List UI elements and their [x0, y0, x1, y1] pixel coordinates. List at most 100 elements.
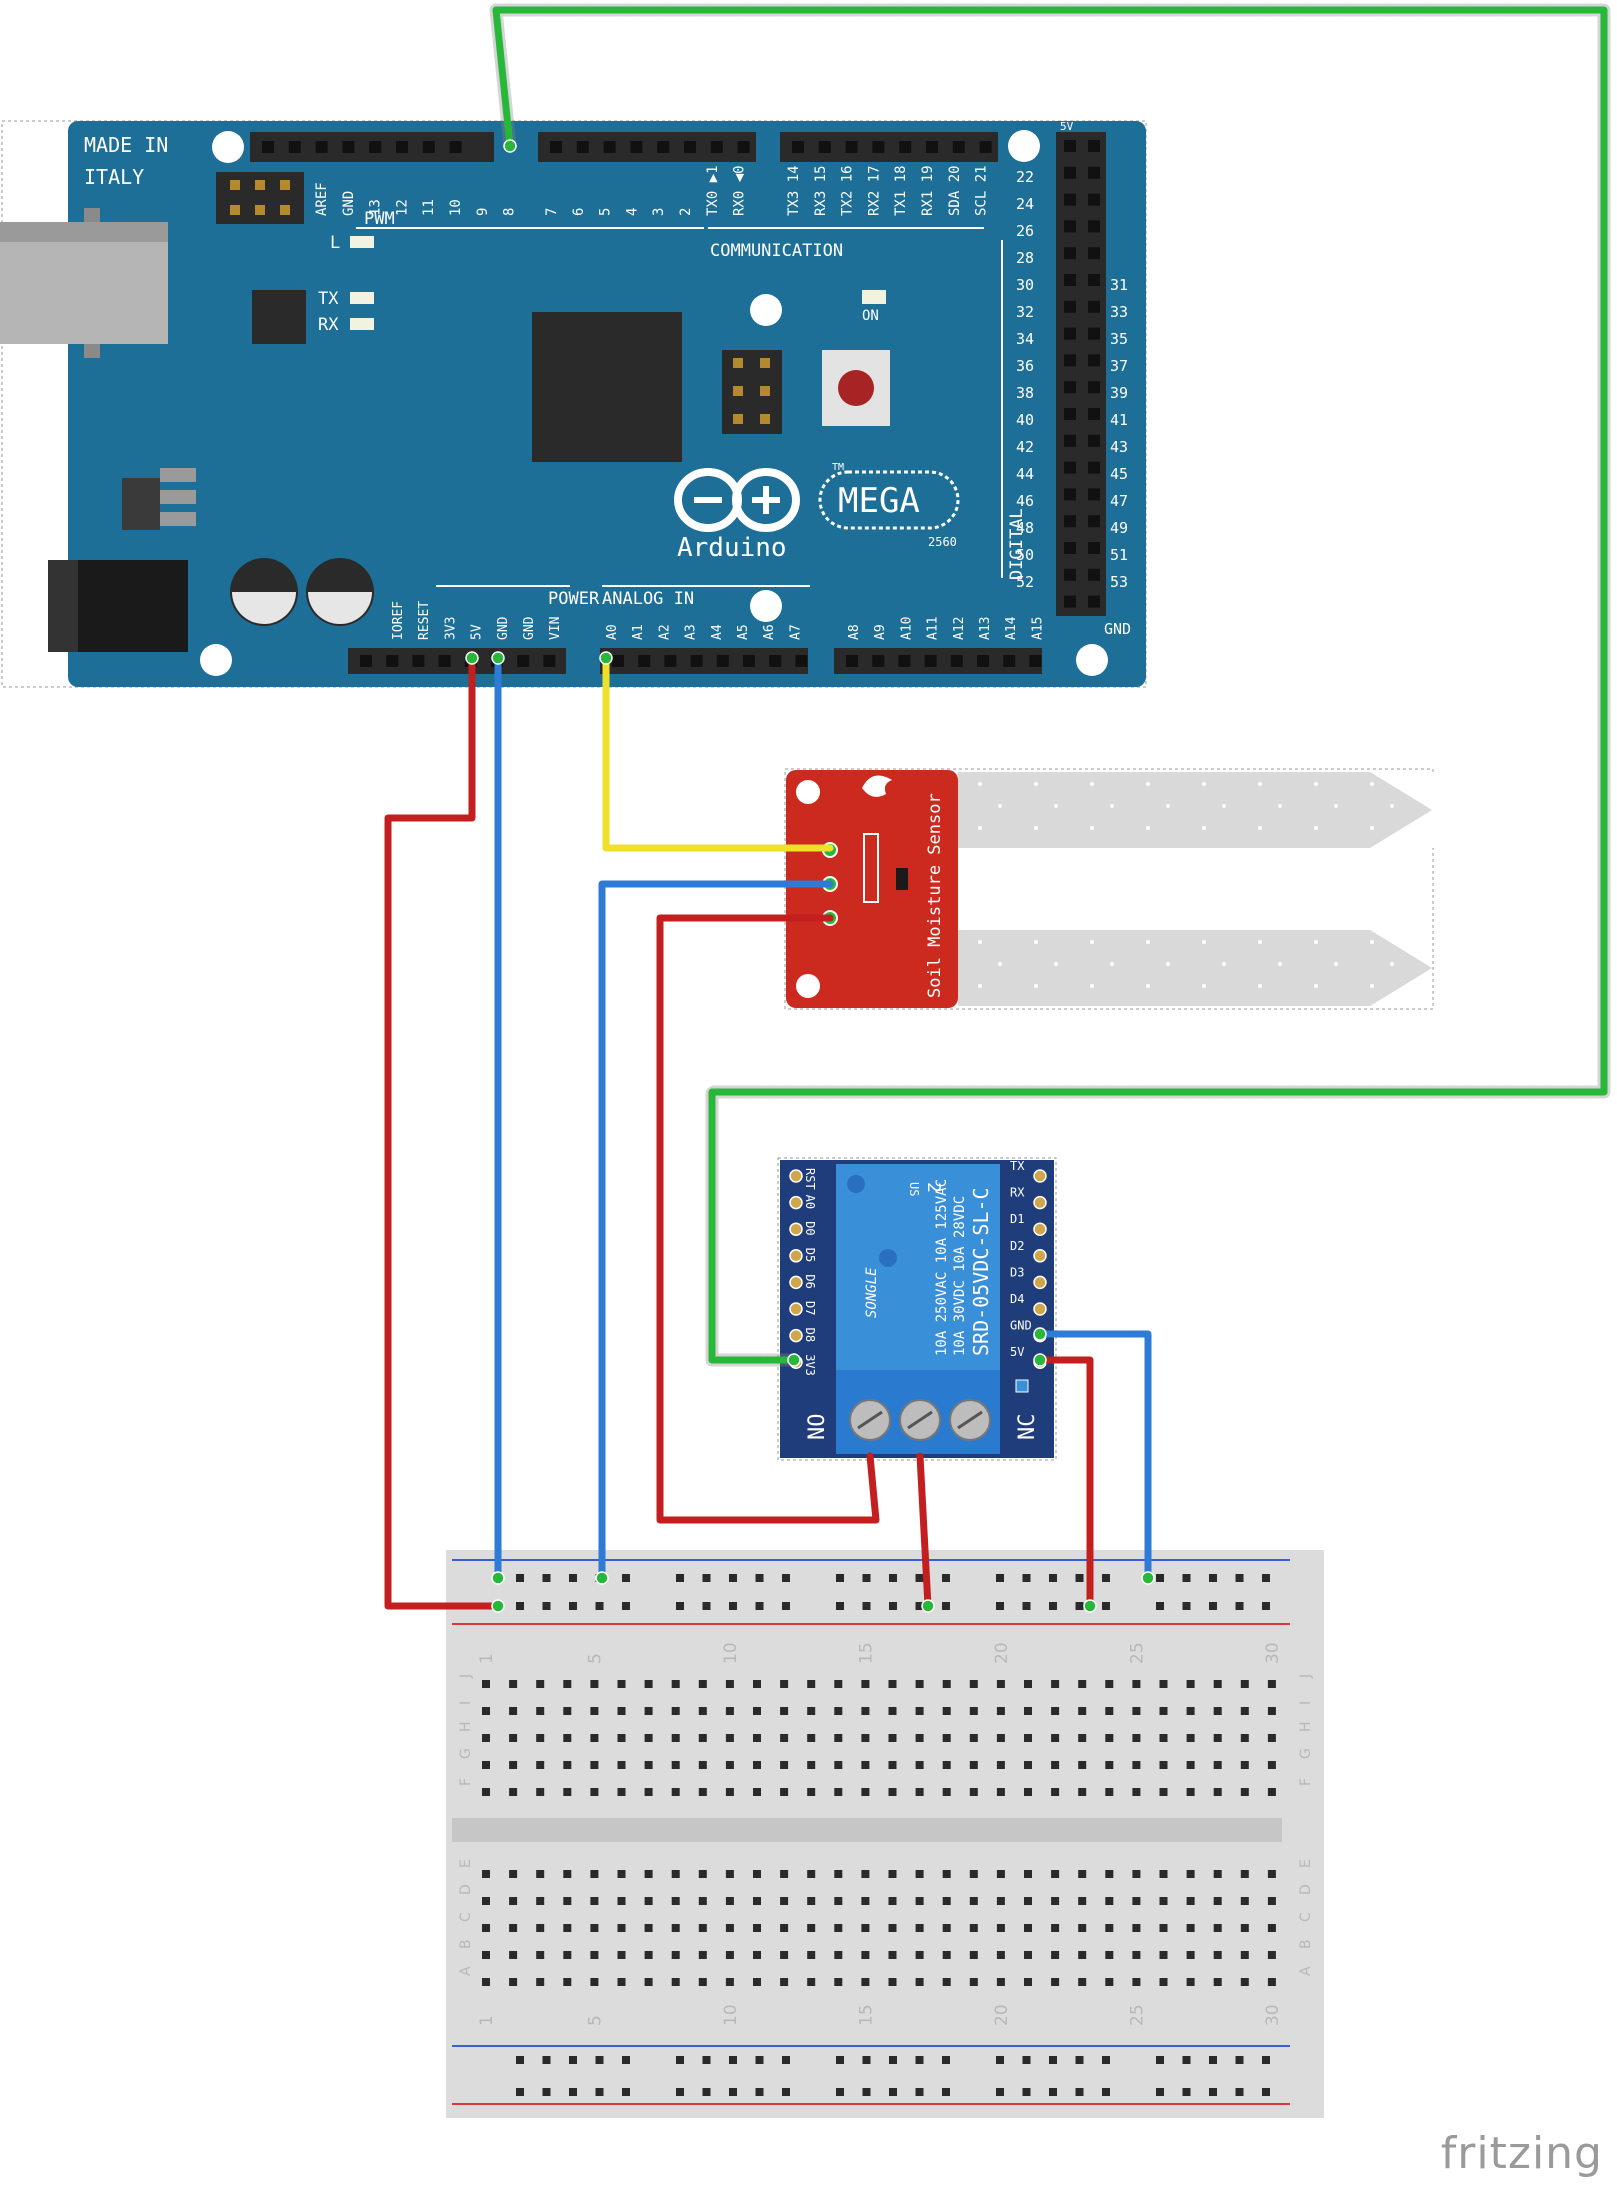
terminal-hole	[509, 1680, 518, 1688]
pin-label: 8	[502, 208, 518, 216]
terminal-hole	[1159, 1788, 1168, 1796]
arduino-mega-board[interactable]: MADE IN ITALY PWM COMMUNICATION L TX RX …	[0, 120, 1146, 687]
relay-pin	[789, 1275, 803, 1290]
rail-hole	[782, 1602, 790, 1610]
header-pin	[926, 141, 938, 153]
probe-dot	[1202, 940, 1206, 944]
rail-hole	[1049, 1574, 1057, 1582]
pin-label: RX2 17	[866, 165, 882, 216]
terminal-hole	[996, 1761, 1005, 1769]
relay-us: US	[907, 1182, 921, 1196]
soil-moisture-sensor[interactable]: Soil Moisture Sensor	[786, 770, 1436, 1008]
rail-hole	[862, 1602, 871, 1610]
terminal-hole	[888, 1680, 897, 1688]
terminal-hole	[1078, 1897, 1087, 1905]
rail-hole	[1235, 1602, 1244, 1610]
terminal-hole	[1267, 1761, 1276, 1769]
reset-button-cap[interactable]	[838, 370, 874, 406]
usb-connector	[0, 222, 168, 344]
terminal-hole	[834, 1707, 843, 1715]
probe-dot	[1314, 940, 1318, 944]
rail-hole	[1049, 1602, 1057, 1610]
rail-hole	[862, 1574, 871, 1582]
rail-hole	[569, 2088, 577, 2096]
rail-hole	[1075, 1602, 1084, 1610]
terminal-hole	[1213, 1924, 1222, 1932]
header-communication	[780, 132, 998, 162]
header-pin	[1064, 354, 1076, 367]
terminal-hole	[861, 1870, 870, 1878]
model-sub: 2560	[928, 535, 957, 549]
relay-rating-1: 10A 250VAC 10A 125VAC	[934, 1179, 950, 1356]
relay-pin-label: 3V3	[803, 1354, 817, 1376]
terminal-hole	[617, 1788, 626, 1796]
header-pin	[1088, 461, 1100, 474]
terminal-hole	[1240, 1788, 1249, 1796]
relay-module[interactable]: SONGLE SRD-05VDC-SL-C 10A 250VAC 10A 125…	[780, 1159, 1054, 1458]
wire-red-relay-com[interactable]	[916, 1452, 932, 1610]
column-number: 5	[585, 1653, 605, 1664]
wires	[384, 3, 1611, 1613]
relay-pin-label: D4	[1010, 1292, 1024, 1306]
terminal-hole	[807, 1707, 816, 1715]
terminal-hole	[725, 1951, 734, 1959]
terminal-hole	[509, 1707, 518, 1715]
header-pin	[950, 655, 963, 667]
terminal-hole	[563, 1951, 572, 1959]
mega-badge	[818, 470, 960, 530]
terminal-hole	[1213, 1978, 1222, 1986]
terminal-hole	[834, 1761, 843, 1769]
wire-blue-gnd-sensor[interactable]	[598, 880, 834, 1582]
terminal-hole	[888, 1870, 897, 1878]
rail-hole	[516, 2088, 524, 2096]
terminal-hole	[509, 1870, 518, 1878]
relay-pin-label: D7	[803, 1301, 817, 1315]
terminal-hole	[1240, 1761, 1249, 1769]
terminal-hole	[536, 1734, 545, 1742]
terminal-hole	[807, 1734, 816, 1742]
terminal-hole	[644, 1924, 653, 1932]
header-pin	[657, 141, 670, 153]
header-pin	[369, 141, 382, 153]
digital-pin-label: 33	[1110, 303, 1128, 321]
sensor-label: Soil Moisture Sensor	[925, 793, 945, 998]
terminal-hole	[563, 1734, 572, 1742]
rail-hole	[702, 2056, 711, 2064]
header-pin	[1029, 655, 1042, 667]
digital-pin-label: 24	[1016, 195, 1034, 213]
row-letter: E	[1298, 1859, 1314, 1868]
terminal-hole	[590, 1870, 599, 1878]
analog-pin-label: A12	[952, 617, 967, 640]
wire-yellow-analog[interactable]	[602, 654, 834, 852]
rail-hole	[942, 1574, 950, 1582]
wire-blue-relay-gnd[interactable]	[1036, 1330, 1152, 1582]
terminal-hole	[671, 1978, 680, 1986]
relay-pin-label: A0	[803, 1195, 817, 1209]
rail-hole	[1022, 1602, 1031, 1610]
column-number: 15	[856, 1642, 876, 1664]
wire-red-relay-5v[interactable]	[1036, 1356, 1094, 1610]
wire-red-5v-arduino[interactable]	[384, 654, 502, 1610]
analog-pin-label: A7	[788, 624, 803, 640]
terminal-hole	[617, 1734, 626, 1742]
probe-dot	[1258, 782, 1262, 786]
rail-hole	[1075, 2088, 1084, 2096]
wire-red-sensor-vcc[interactable]	[656, 914, 880, 1524]
terminal-hole	[915, 1734, 924, 1742]
rail-hole	[569, 1574, 577, 1582]
terminal-hole	[834, 1870, 843, 1878]
header-pin	[845, 141, 858, 153]
terminal-hole	[671, 1897, 680, 1905]
relay-pin-label: D0	[803, 1221, 817, 1235]
terminal-hole	[1213, 1897, 1222, 1905]
wire-green-signal[interactable]	[492, 6, 1608, 1364]
probe-dot	[1090, 984, 1094, 988]
terminal-hole	[644, 1761, 653, 1769]
italy-label: ITALY	[84, 165, 144, 189]
header-pin	[664, 655, 677, 667]
terminal-hole	[861, 1680, 870, 1688]
relay-pin-label: D2	[1010, 1239, 1024, 1253]
terminal-hole	[482, 1924, 490, 1932]
pin-label: 3	[651, 208, 667, 216]
